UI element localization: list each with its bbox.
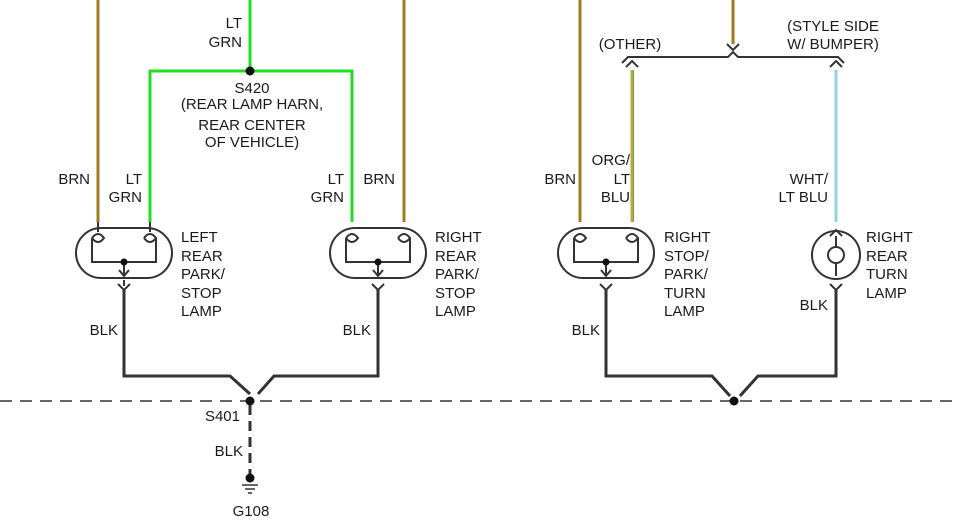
label-style-side-1: (STYLE SIDE	[787, 18, 879, 35]
blk-wire-left-lamp	[122, 290, 252, 396]
g108-ground-dot	[245, 473, 255, 483]
label-blk-2: BLK	[343, 322, 371, 339]
label-s420-line4: OF VEHICLE)	[205, 134, 299, 151]
label-lt-grn-top-1: LT	[226, 15, 242, 32]
label-g108: G108	[233, 503, 270, 520]
lamp-name-rear-turn-4: LAMP	[866, 285, 907, 302]
lamp-name-stop-turn-1: RIGHT	[664, 229, 711, 246]
lamp-name-left-rear-1: LEFT	[181, 229, 218, 246]
label-style-side-2: W/ BUMPER)	[787, 36, 879, 53]
lamp-name-right-rear-5: LAMP	[435, 303, 476, 320]
stop-turn-lamp-junction-dot	[602, 258, 610, 266]
lamp-name-stop-turn-4: TURN	[664, 285, 706, 302]
lamp-name-right-rear-1: RIGHT	[435, 229, 482, 246]
label-brn-right: BRN	[363, 171, 395, 188]
lamp-name-left-rear-5: LAMP	[181, 303, 222, 320]
s420-splice-dot	[245, 66, 255, 76]
blk-wire-rear-turn-lamp	[738, 290, 838, 398]
left-lamp-junction-dot	[120, 258, 128, 266]
label-lt-grn-top-2: GRN	[209, 34, 242, 51]
label-wht-lt-blu-2: LT BLU	[779, 189, 828, 206]
right-rear-turn-lamp-symbol	[811, 228, 861, 292]
label-s420-line3: REAR CENTER	[198, 117, 306, 134]
lamp-name-stop-turn-5: LAMP	[664, 303, 705, 320]
label-org-lt-blu-3: BLU	[601, 189, 630, 206]
label-s401: S401	[205, 408, 240, 425]
ground-symbol-icon	[242, 484, 258, 494]
option-selector	[621, 43, 845, 68]
blk-wire-right-lamp	[256, 290, 380, 395]
right-lamp-junction-dot	[374, 258, 382, 266]
label-s420-line2: (REAR LAMP HARN,	[181, 96, 323, 113]
label-other: (OTHER)	[599, 36, 662, 53]
label-org-lt-blu-1: ORG/	[592, 152, 631, 169]
label-lt-grn-right-1: LT	[328, 171, 344, 188]
s401-splice-dot	[245, 396, 255, 406]
label-brn-left: BRN	[58, 171, 90, 188]
label-wht-lt-blu-1: WHT/	[790, 171, 829, 188]
label-s420-id: S420	[234, 80, 269, 97]
left-rear-park-stop-lamp-symbol	[75, 222, 173, 292]
lamp-name-right-rear-3: PARK/	[435, 266, 480, 283]
label-blk-3: BLK	[572, 322, 600, 339]
lamp-name-rear-turn-3: TURN	[866, 266, 908, 283]
label-blk-1: BLK	[90, 322, 118, 339]
lamp-name-rear-turn-2: REAR	[866, 248, 908, 265]
label-lt-grn-left-1: LT	[126, 171, 142, 188]
lamp-name-stop-turn-2: STOP/	[664, 248, 710, 265]
label-lt-grn-right-2: GRN	[311, 189, 344, 206]
lamp-name-rear-turn-1: RIGHT	[866, 229, 913, 246]
label-lt-grn-left-2: GRN	[109, 189, 142, 206]
label-blk-4: BLK	[800, 297, 828, 314]
blk-wire-stop-turn-lamp	[604, 290, 732, 398]
label-org-lt-blu-2: LT	[614, 171, 630, 188]
right-splice-dot	[729, 396, 739, 406]
lamp-name-stop-turn-3: PARK/	[664, 266, 709, 283]
lamp-name-left-rear-3: PARK/	[181, 266, 226, 283]
lamp-name-left-rear-2: REAR	[181, 248, 223, 265]
label-brn-third: BRN	[544, 171, 576, 188]
lamp-name-right-rear-2: REAR	[435, 248, 477, 265]
lamp-name-right-rear-4: STOP	[435, 285, 476, 302]
lamp-name-left-rear-4: STOP	[181, 285, 222, 302]
label-blk-ground: BLK	[215, 443, 243, 460]
